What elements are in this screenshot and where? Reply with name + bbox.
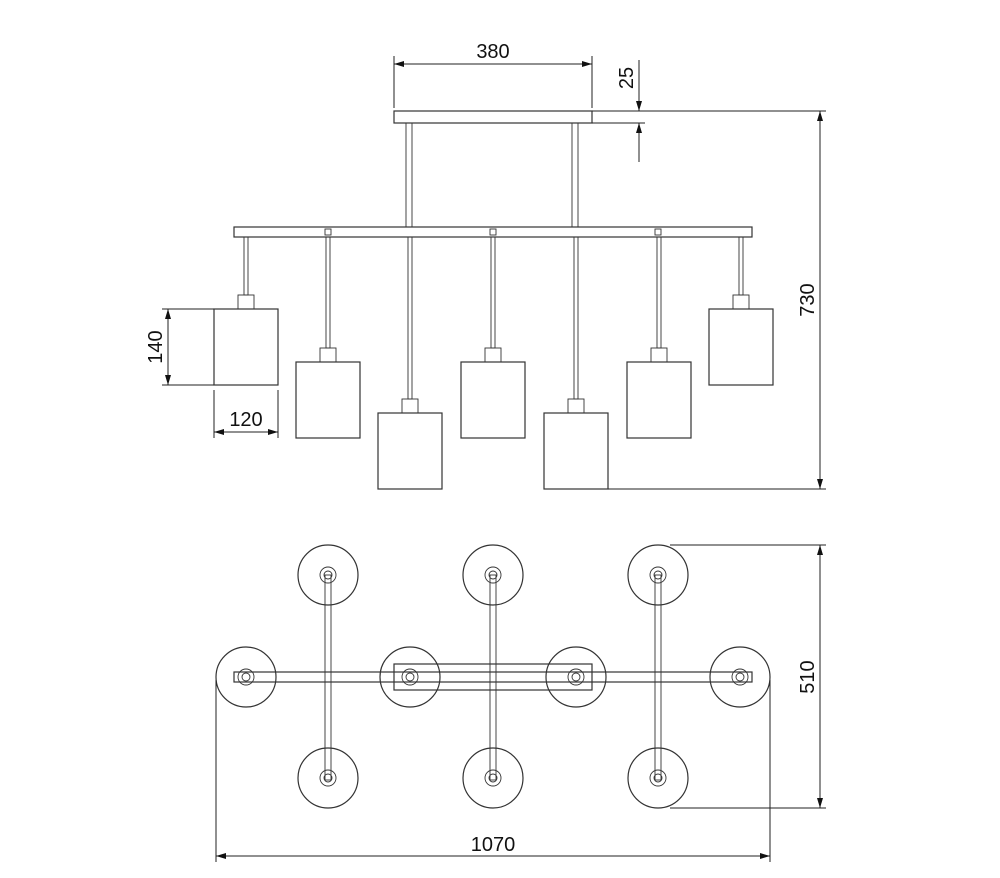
shade-plan [709,646,771,708]
arm-center [489,574,497,781]
shade-plan [545,646,607,708]
main-bar [233,226,753,238]
main-bar-plan [233,671,753,683]
shade-plan [627,747,689,809]
pendant [377,236,443,490]
dimension-shade-width: 120 [213,390,279,438]
arm-left [324,574,332,781]
pendant [626,236,692,439]
dimension-label: 120 [229,409,262,431]
shade-plan [462,544,524,606]
pendant [460,236,526,439]
suspension-rod-right [571,122,579,228]
plan-view [215,544,771,809]
dimension-canopy-width: 380 [393,41,593,108]
dimension-label: 140 [145,330,167,363]
pendant [543,236,609,490]
arm-right [654,574,662,781]
shade-plan [462,747,524,809]
shade-plan [215,646,277,708]
pendant [295,236,361,439]
dimension-shade-height: 140 [145,308,214,386]
pendant [708,236,774,386]
shade-plan [297,747,359,809]
dimension-label: 25 [616,67,638,89]
dimension-label: 380 [476,41,509,63]
shade-plan [627,544,689,606]
shade-plan [297,544,359,606]
dimension-label: 510 [797,660,819,693]
pendant [213,236,279,386]
canopy [393,110,593,124]
dimension-total-width: 1070 [215,680,771,862]
dimension-label: 1070 [471,834,516,856]
suspension-rod-left [405,122,413,228]
dimension-label: 730 [797,283,819,316]
dimension-total-depth: 510 [670,544,826,809]
canopy-plan [393,663,593,691]
front-view [213,110,774,490]
shade-plan [379,646,441,708]
dimension-total-height: 730 [592,110,826,490]
